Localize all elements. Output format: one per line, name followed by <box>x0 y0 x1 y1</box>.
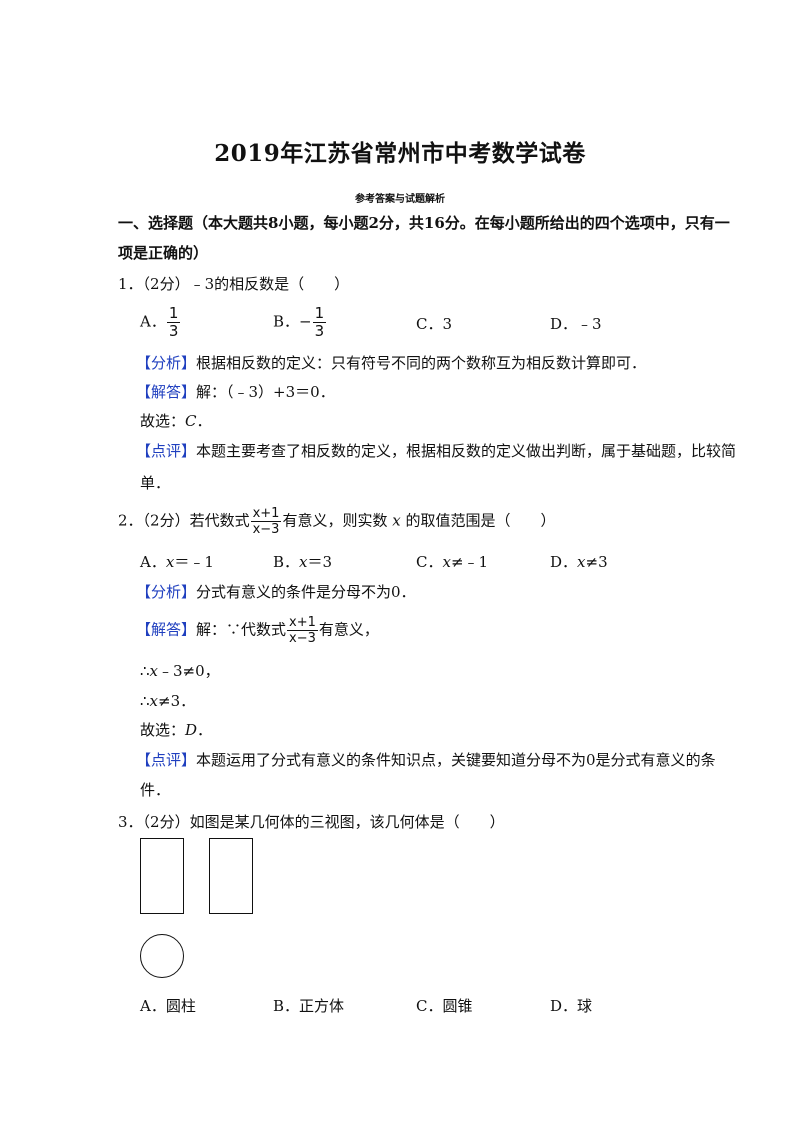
q1-choice-prefix: 故选： <box>140 412 186 430</box>
q1-option-b-sign: − <box>299 312 312 331</box>
q2-option-a-label: A． <box>140 553 166 571</box>
side-view-rectangle <box>209 838 253 914</box>
exam-title: 2019年江苏省常州市中考数学试卷 <box>214 140 586 167</box>
q1-choice-letter: C <box>185 412 197 430</box>
q2-option-b-var: x <box>299 553 308 571</box>
q1-stem: 1．（2分）﹣3的相反数是（ ） <box>118 275 350 293</box>
q1-comment-text: 本题主要考查了相反数的定义，根据相反数的定义做出判断，属于基础题，比较简 <box>196 442 737 460</box>
q1-analysis-tag: 【分析】 <box>136 354 197 372</box>
q2-stem-fraction-numerator: x+1 <box>250 506 282 522</box>
q1-option-b-denominator: 3 <box>314 322 325 340</box>
exam-subtitle: 参考答案与试题解析 <box>355 194 445 205</box>
q2-solution-pre: 解：∵代数式 <box>196 620 287 639</box>
q2-analysis-tag: 【分析】 <box>136 583 197 601</box>
q2-choice-suffix: ． <box>197 721 213 739</box>
top-view-circle <box>140 934 184 978</box>
q2-step1-text: ﹣3≠0， <box>158 662 220 680</box>
q1-comment: 【点评】本题主要考查了相反数的定义，根据相反数的定义做出判断，属于基础题，比较简 <box>136 440 736 461</box>
q1-comment-line2: 单． <box>140 474 171 492</box>
q1-analysis-text: 根据相反数的定义：只有符号不同的两个数称互为相反数计算即可． <box>196 354 647 372</box>
q2-stem-mid: 有意义，则实数 <box>282 511 388 530</box>
front-view-rectangle <box>140 838 184 914</box>
q2-option-b-value: ＝3 <box>307 553 333 571</box>
q2-step1-therefore: ∴ <box>140 662 150 680</box>
q1-option-d: D．﹣3 <box>550 315 602 333</box>
q2-analysis: 【分析】分式有意义的条件是分母不为0． <box>136 581 416 602</box>
q1-choice-suffix: ． <box>196 412 212 430</box>
q3-option-a: A．圆柱 <box>140 997 196 1015</box>
q3-option-c: C．圆锥 <box>416 997 473 1015</box>
q2-comment-tag: 【点评】 <box>136 751 197 769</box>
q3-stem: 3．（2分）如图是某几何体的三视图，该几何体是（ ） <box>118 813 505 831</box>
q2-option-c: C．x≠﹣1 <box>416 551 488 572</box>
q1-option-a-label: A． <box>140 312 166 331</box>
q2-option-d-label: D． <box>550 553 578 571</box>
q1-solution: 【解答】解：（﹣3）+3＝0． <box>136 381 335 402</box>
q2-option-d-value: ≠3 <box>585 553 608 571</box>
q2-option-b-label: B． <box>273 553 300 571</box>
q2-step2: ∴x≠3． <box>140 690 195 711</box>
q2-option-d-var: x <box>577 553 586 571</box>
q2-option-d: D．x≠3 <box>550 551 608 572</box>
q2-choice-prefix: 故选： <box>140 721 186 739</box>
q2-step1: ∴x﹣3≠0， <box>140 660 220 681</box>
section-heading-line2: 项是正确的） <box>118 244 209 262</box>
q2-option-c-label: C． <box>416 553 443 571</box>
q1-solution-tag: 【解答】 <box>136 383 197 401</box>
q1-option-b-label: B． <box>273 312 300 331</box>
q1-option-a-denominator: 3 <box>168 322 179 340</box>
q2-option-c-value: ≠﹣1 <box>450 553 489 571</box>
q2-option-a-value: ＝﹣1 <box>174 553 214 571</box>
q2-option-c-var: x <box>442 553 451 571</box>
q2-comment-text: 本题运用了分式有意义的条件知识点，关键要知道分母不为0是分式有意义的条 <box>196 751 716 769</box>
q2-option-b: B．x＝3 <box>273 551 332 572</box>
q1-choice: 故选：C． <box>140 410 212 431</box>
section-heading-line1: 一、选择题（本大题共8小题，每小题2分，共16分。在每小题所给出的四个选项中，只… <box>118 214 730 232</box>
q2-stem-post: 的取值范围是（ ） <box>405 511 556 530</box>
q2-step2-var: x <box>149 692 159 710</box>
q1-option-c: C．3 <box>416 315 453 333</box>
q2-stem-fraction-denominator: x−3 <box>252 522 280 537</box>
q2-step2-text: ≠3． <box>158 692 196 710</box>
q2-comment: 【点评】本题运用了分式有意义的条件知识点，关键要知道分母不为0是分式有意义的条 <box>136 749 716 770</box>
q1-analysis: 【分析】根据相反数的定义：只有符号不同的两个数称互为相反数计算即可． <box>136 352 646 373</box>
q2-stem-pre: 2．（2分）若代数式 <box>118 511 250 530</box>
q2-analysis-text: 分式有意义的条件是分母不为0． <box>196 583 416 601</box>
q2-option-a: A．x＝﹣1 <box>140 551 214 572</box>
q2-solution-tag: 【解答】 <box>136 620 197 639</box>
q2-choice: 故选：D． <box>140 719 212 740</box>
q1-comment-tag: 【点评】 <box>136 442 197 460</box>
q2-step1-var: x <box>149 662 159 680</box>
q3-option-d: D．球 <box>550 997 593 1015</box>
q3-option-b: B．正方体 <box>273 997 345 1015</box>
q2-comment-line2: 件． <box>140 781 171 799</box>
q2-option-a-var: x <box>165 553 175 571</box>
q1-option-b-numerator: 1 <box>312 304 327 323</box>
q2-stem-variable: x <box>392 511 401 530</box>
q2-solution-post: 有意义， <box>318 620 379 639</box>
q1-option-a-numerator: 1 <box>166 304 181 323</box>
q2-solution-fraction-denominator: x−3 <box>289 631 316 646</box>
q2-step2-therefore: ∴ <box>140 692 150 710</box>
q2-choice-letter: D <box>185 721 198 739</box>
q1-solution-text: 解：（﹣3）+3＝0． <box>196 383 335 401</box>
q2-solution-fraction-numerator: x+1 <box>287 615 318 631</box>
